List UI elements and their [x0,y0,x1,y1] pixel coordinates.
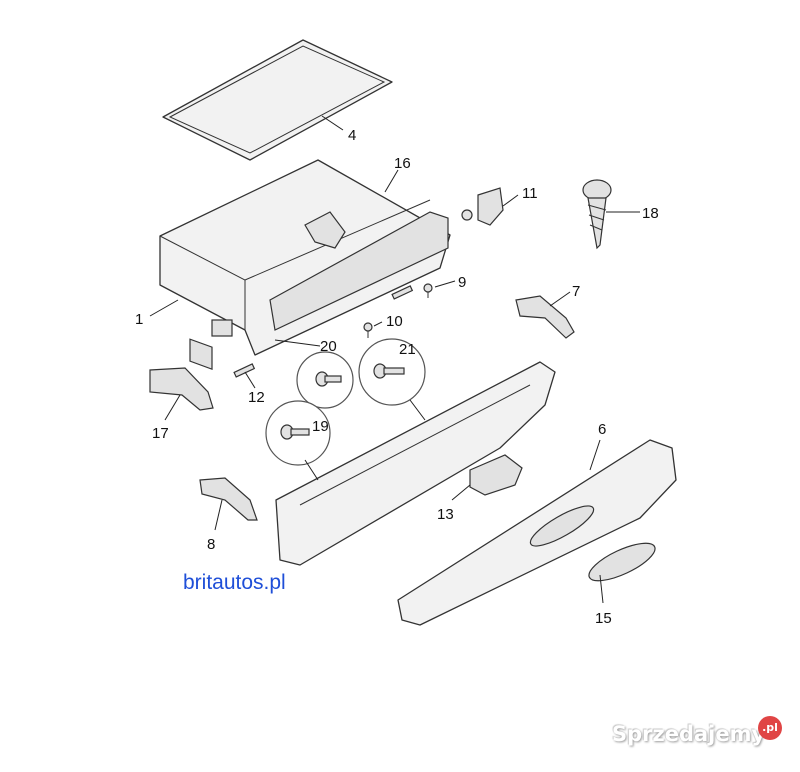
label-9: 9 [458,274,466,291]
label-15: 15 [595,610,612,627]
label-7: 7 [572,283,580,300]
label-21: 21 [399,341,416,358]
label-10: 10 [386,313,403,330]
label-20: 20 [320,338,337,355]
part-15-cover [588,542,656,582]
label-18: 18 [642,205,659,222]
part-16-strip [269,211,449,331]
label-6: 6 [598,421,606,438]
part-inner-panel [275,361,556,566]
label-1: 1 [135,311,143,328]
watermark-badge: .pl [758,716,782,740]
part-11-latch [477,187,504,226]
label-4: 4 [348,127,356,144]
site-url-text: britautos.pl [183,571,286,594]
label-16: 16 [394,155,411,172]
part-8-bracket [199,477,258,521]
part-17-hinge [149,367,214,411]
part-7-bracket [515,295,575,339]
label-19: 19 [312,418,329,435]
watermark-logo: Sprzedajemy [612,722,766,746]
part-1-glovebox [159,159,451,356]
part-18-screw [582,179,612,250]
label-8: 8 [207,536,215,553]
part-13-handle [469,454,523,496]
label-17: 17 [152,425,169,442]
label-12: 12 [248,389,265,406]
label-13: 13 [437,506,454,523]
part-4-mat [162,39,393,161]
label-11: 11 [522,185,538,202]
